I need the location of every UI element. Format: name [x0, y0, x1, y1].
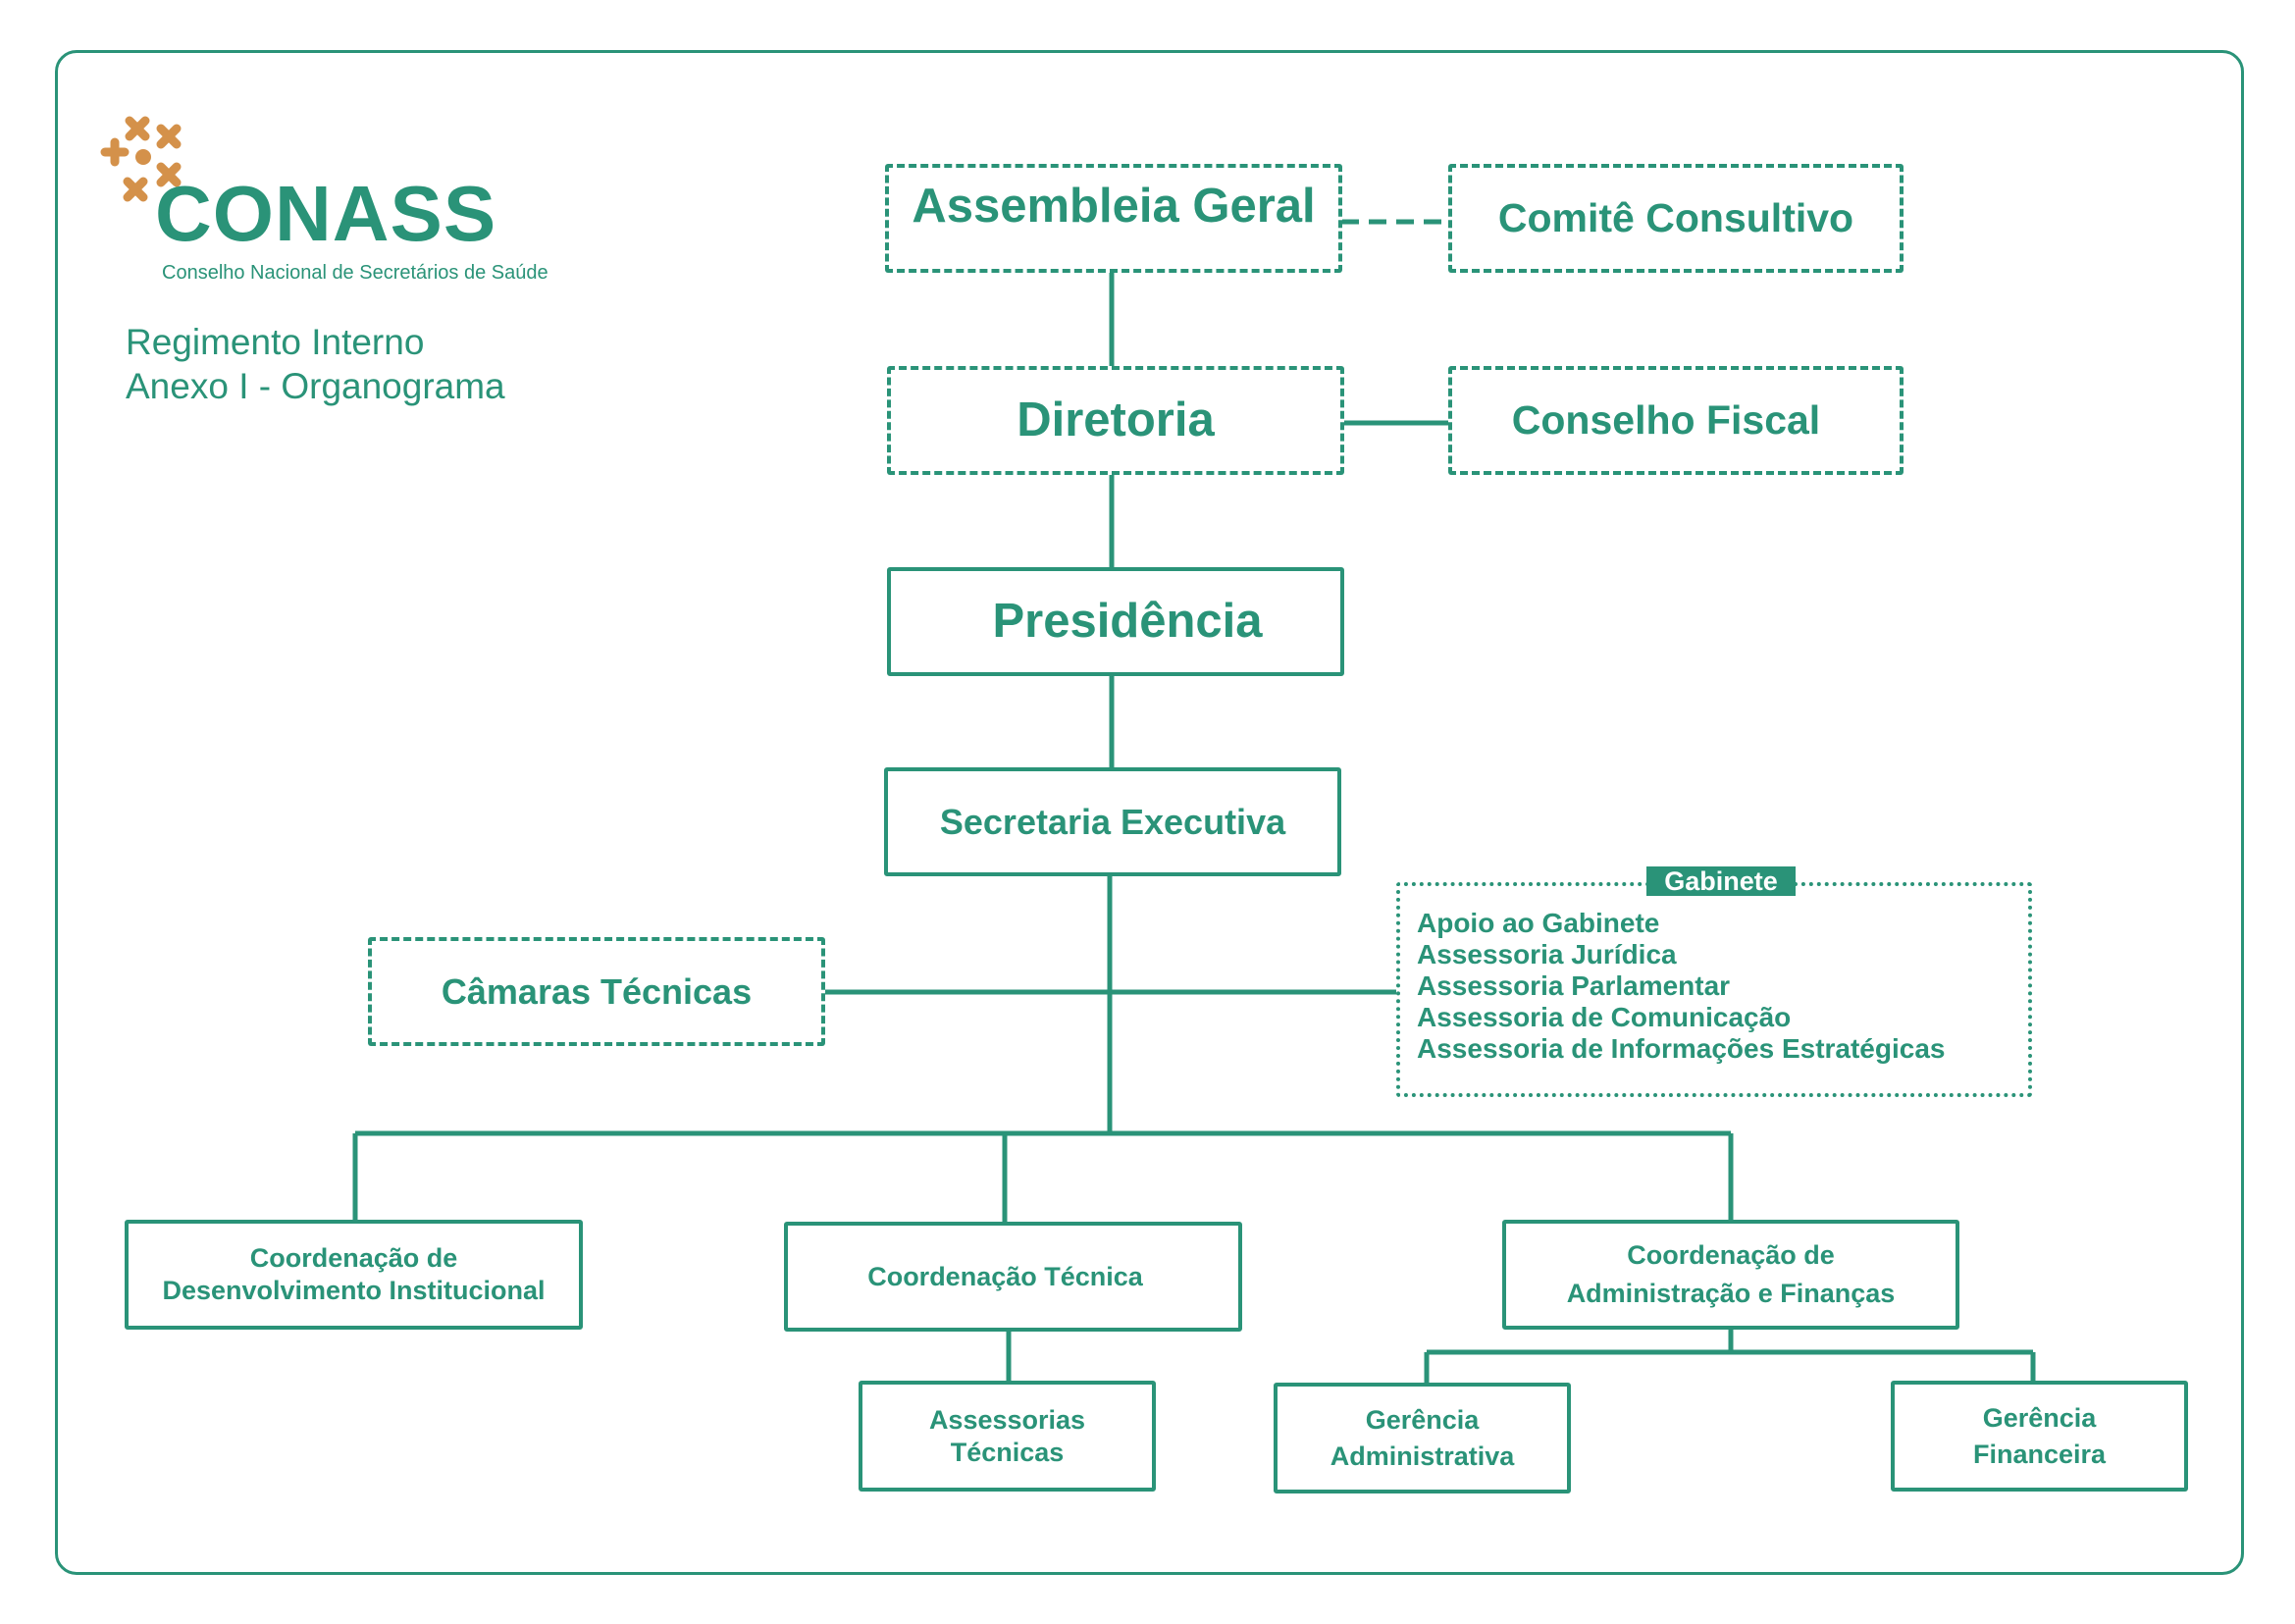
assembleia-geral-box: Assembleia Geral — [885, 164, 1342, 273]
page-frame — [55, 50, 2244, 1575]
gabinete-item: Apoio ao Gabinete — [1417, 908, 1660, 938]
coord-desenvolvimento-line1: Coordenação de — [249, 1243, 458, 1274]
gabinete-item: Assessoria Parlamentar — [1417, 970, 1731, 1001]
gabinete-box — [1396, 882, 2032, 1097]
conselho-fiscal-box: Conselho Fiscal — [1448, 366, 1904, 475]
logo-subtitle: Conselho Nacional de Secretários de Saúd… — [162, 262, 548, 284]
coord-desenvolvimento-line2: Desenvolvimento Institucional — [162, 1276, 546, 1305]
camaras-tecnicas-box: Câmaras Técnicas — [368, 937, 825, 1046]
gabinete-item: Assessoria de Comunicação — [1417, 1002, 1792, 1032]
conass-cross-cluster-icon — [100, 116, 182, 202]
assessorias-tecnicas-line1: Assessorias — [928, 1404, 1086, 1435]
gabinete-item: Assessoria Jurídica — [1417, 939, 1677, 969]
gerencia-administrativa-box: Gerência Administrativa — [1274, 1383, 1571, 1493]
diretoria-box: Diretoria — [887, 366, 1344, 475]
gerencia-financeira-line2: Financeira — [1972, 1439, 2107, 1469]
presidencia-box: Presidência — [887, 567, 1344, 676]
secretaria-executiva-box: Secretaria Executiva — [884, 767, 1341, 876]
logo-wordmark: CONASS — [155, 170, 497, 257]
coord-administracao-line1: Coordenação de — [1627, 1239, 1835, 1270]
document-title: Regimento Interno — [126, 322, 425, 362]
gabinete-label: Gabinete — [1646, 866, 1796, 896]
assessorias-tecnicas-box: Assessorias Técnicas — [859, 1381, 1156, 1492]
coord-desenvolvimento-box: Coordenação de Desenvolvimento Instituci… — [125, 1220, 583, 1330]
comite-consultivo-box: Comitê Consultivo — [1448, 164, 1904, 273]
coord-tecnica-box: Coordenação Técnica — [784, 1222, 1242, 1332]
assessorias-tecnicas-line2: Técnicas — [950, 1437, 1065, 1467]
gabinete-item: Assessoria de Informações Estratégicas — [1417, 1033, 1946, 1064]
document-subtitle: Anexo I - Organograma — [126, 366, 505, 406]
gerencia-administrativa-line1: Gerência — [1365, 1405, 1480, 1436]
gerencia-financeira-line1: Gerência — [1982, 1403, 2097, 1434]
coord-administracao-line2: Administração e Finanças — [1566, 1279, 1896, 1308]
gerencia-administrativa-line2: Administrativa — [1330, 1441, 1515, 1471]
gabinete-list: Apoio ao Gabinete Assessoria Jurídica As… — [1417, 908, 2025, 1065]
gerencia-financeira-box: Gerência Financeira — [1891, 1381, 2188, 1492]
coord-administracao-box: Coordenação de Administração e Finanças — [1502, 1220, 1959, 1330]
